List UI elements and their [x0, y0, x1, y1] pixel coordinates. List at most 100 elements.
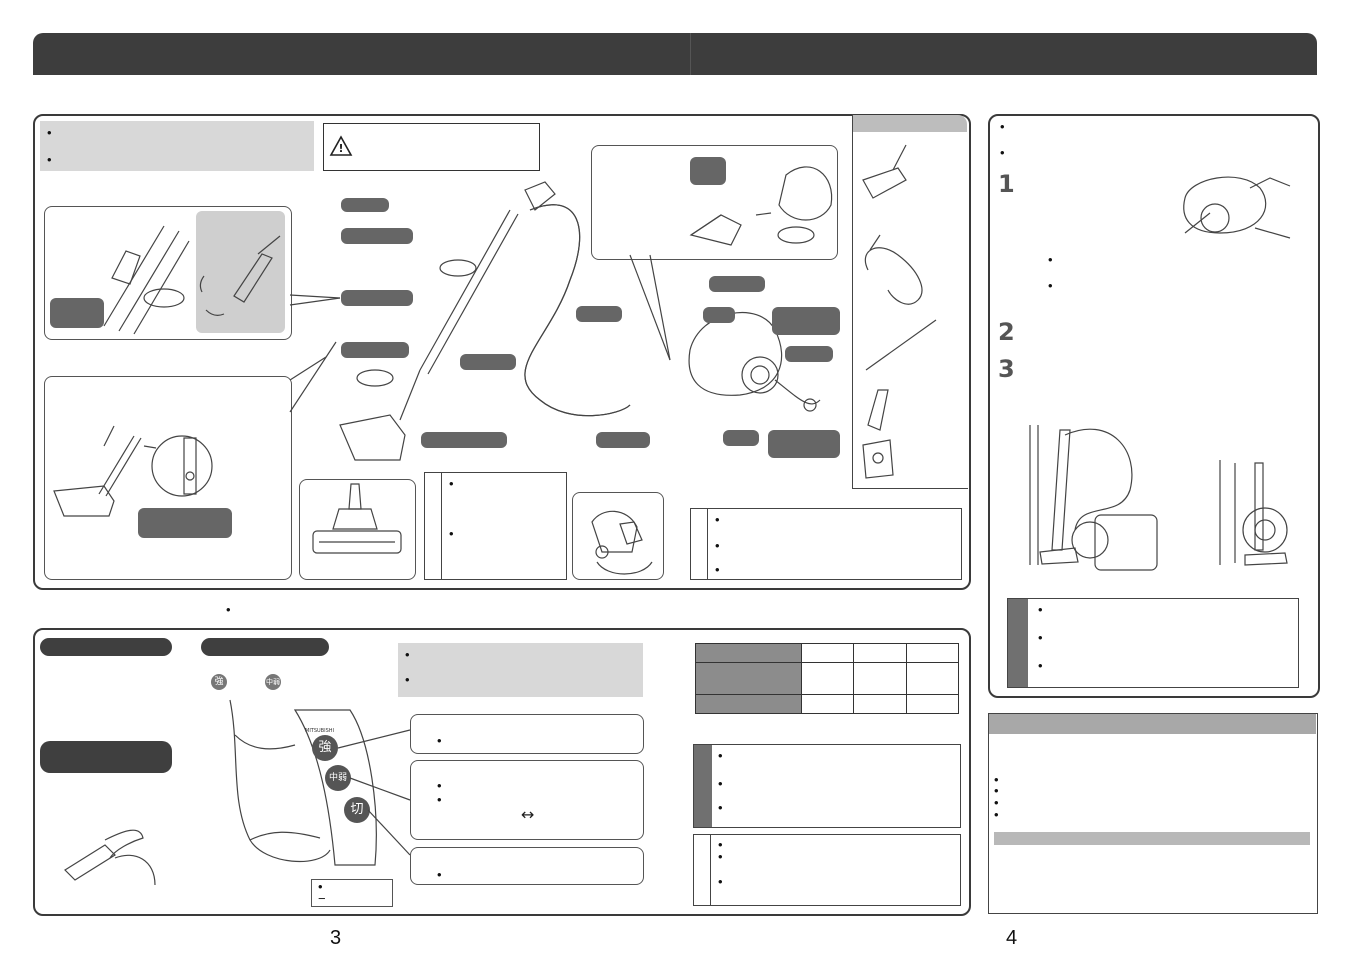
step-number: 1	[998, 170, 1015, 198]
step-number: 3	[998, 355, 1015, 383]
bullet: •	[449, 526, 454, 541]
label-pill	[709, 276, 765, 292]
grip-detail-shade	[196, 211, 285, 333]
bullet: •	[405, 672, 410, 687]
minus-sign: −	[318, 891, 326, 906]
note-list-box: • •	[424, 472, 567, 580]
bullet: •	[1038, 630, 1043, 645]
note-list-box: • • •	[1007, 598, 1299, 688]
page-number: 4	[1006, 927, 1018, 949]
bullet: •	[718, 849, 723, 864]
warning-box: !	[323, 123, 540, 171]
medium-weak-switch[interactable]: 中弱	[325, 765, 351, 791]
bullet: •	[715, 512, 720, 527]
label-pill	[341, 342, 409, 358]
cord-rewind-illustration	[1183, 176, 1291, 239]
label-pill	[460, 354, 516, 370]
note-list-box: • • •	[693, 744, 961, 828]
label-pill	[772, 307, 840, 335]
label-pill	[138, 508, 232, 538]
bullet: •	[449, 476, 454, 491]
vacuum-stick-illustration	[339, 181, 631, 461]
grip-illustration	[103, 225, 281, 335]
accessories-column	[852, 114, 968, 489]
section-tab	[201, 638, 329, 656]
note-list-margin	[691, 509, 708, 579]
bullet: •	[1048, 278, 1053, 293]
note-box: • •	[40, 121, 314, 171]
bullet: •	[715, 538, 720, 553]
label-pill	[341, 290, 413, 306]
off-description: •	[410, 847, 644, 885]
page-header-bar	[33, 33, 1317, 75]
step-number: 2	[998, 318, 1015, 346]
label-pill	[703, 307, 735, 323]
section-tab	[40, 741, 172, 773]
header-divider	[690, 33, 691, 75]
note-list-box: • • •	[690, 508, 962, 580]
label-pill	[50, 298, 104, 328]
label-pill	[723, 430, 759, 446]
bullet: •	[47, 152, 52, 167]
label-pill	[341, 228, 413, 244]
off-switch[interactable]: 切	[344, 797, 370, 823]
note-box: • •	[398, 643, 643, 697]
hand-illustration	[591, 510, 653, 575]
label-pill	[768, 430, 840, 458]
info-header	[989, 714, 1316, 734]
strong-button-icon: 強	[211, 674, 227, 690]
medium-weak-description: • • ↔	[410, 760, 644, 840]
accessories-header	[853, 115, 967, 132]
svg-text:!: !	[338, 142, 343, 155]
note-list-margin	[425, 473, 442, 579]
bullet: •	[718, 837, 723, 852]
bullet: •	[1038, 658, 1043, 673]
bullet: •	[437, 867, 442, 882]
nozzle-attach-inset	[44, 376, 292, 580]
section-tab	[40, 638, 172, 656]
bullet: •	[718, 776, 723, 791]
bullet: •	[718, 748, 723, 763]
bullet: •	[318, 879, 323, 894]
info-panel	[988, 713, 1318, 914]
bullet: •	[715, 562, 720, 577]
bullet: •	[1048, 252, 1053, 267]
legend-box: • −	[311, 879, 393, 907]
label-pill	[576, 306, 622, 322]
note-list-box: • • •	[693, 834, 961, 906]
bullet: •	[994, 783, 999, 798]
bullet: •	[405, 647, 410, 662]
bullet: •	[1038, 602, 1043, 617]
bullet: •	[1000, 145, 1005, 160]
compact-storage-illustration	[1219, 460, 1288, 566]
bullet: •	[994, 807, 999, 822]
medium-button-icon: 中弱	[265, 674, 281, 690]
switch-arrow: ↔	[521, 805, 535, 824]
callout-lines	[289, 341, 337, 413]
nozzle-attach-illustration	[53, 425, 213, 517]
strong-description: •	[410, 714, 644, 754]
bullet: •	[718, 800, 723, 815]
bullet: •	[437, 733, 442, 748]
note-list-margin	[1008, 599, 1028, 687]
label-pill	[596, 432, 650, 448]
bullet: •	[718, 874, 723, 889]
grip-small-illustration	[64, 829, 156, 886]
callout-lines	[289, 294, 341, 306]
hose-connect-illustration	[689, 166, 833, 246]
nozzle-underside-illustration	[312, 483, 402, 554]
strong-switch[interactable]: 強	[312, 735, 338, 761]
bullet: •	[437, 792, 442, 807]
svg-text:MITSUBISHI: MITSUBISHI	[305, 728, 334, 734]
note-list-margin	[694, 835, 711, 905]
note-list-margin	[694, 745, 712, 827]
accessories-illustrations	[862, 144, 937, 479]
bullet: •	[226, 602, 231, 617]
page-number: 3	[330, 927, 342, 949]
label-pill	[690, 157, 726, 185]
label-pill	[341, 198, 389, 212]
callout-lines	[629, 254, 671, 361]
bullet: •	[994, 795, 999, 810]
spec-table	[695, 643, 960, 714]
bullet: •	[437, 778, 442, 793]
